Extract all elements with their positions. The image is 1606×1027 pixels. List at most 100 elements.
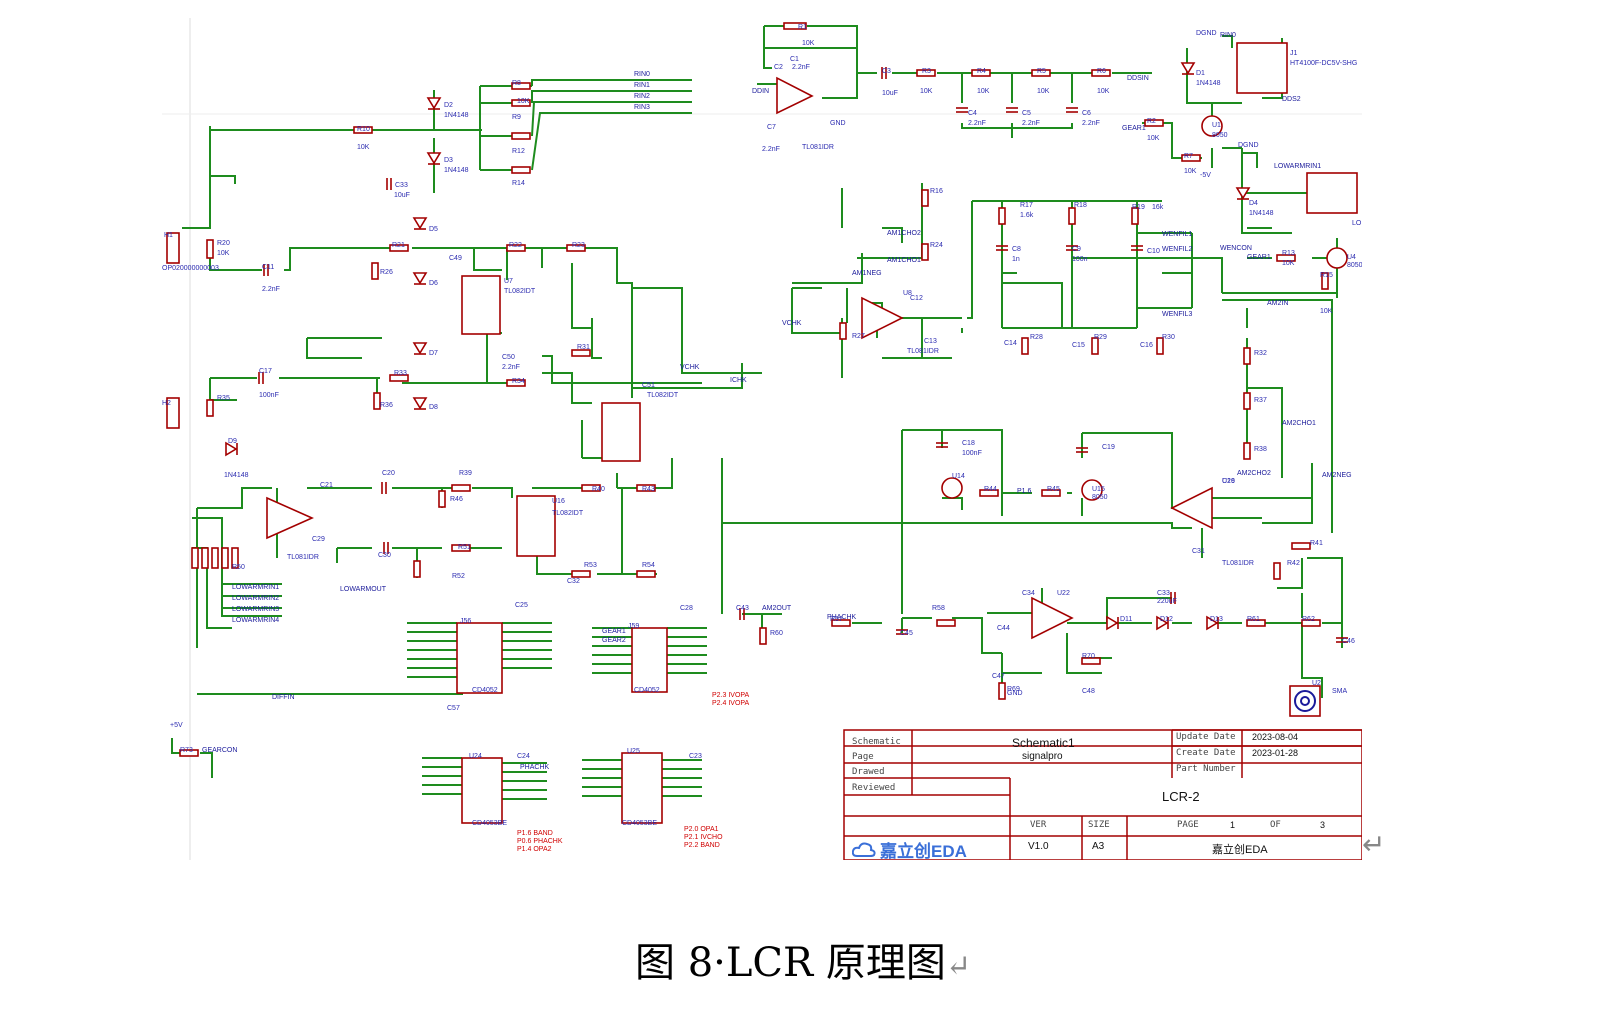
schematic-label: SMA (1332, 688, 1348, 695)
schematic-canvas: R110KC22.2nFC1DDINC72.2nFTL081IDRGNDC310… (162, 18, 1362, 860)
schematic-label: U15 (1092, 486, 1105, 493)
schematic-label: P2.3 IVOPA (712, 692, 750, 699)
schematic-label: R26 (380, 269, 393, 276)
schematic-label: 10K (1147, 135, 1160, 142)
schematic-label: H2 (162, 400, 171, 407)
schematic-label: C18 (962, 440, 975, 447)
schematic-label: 2.2nF (262, 286, 280, 293)
schematic-label: R36 (380, 402, 393, 409)
schematic-label: +5V (170, 722, 183, 729)
schematic-label: CD4052 (472, 687, 498, 694)
schematic-label: U19 (1222, 478, 1235, 485)
schematic-label: 1n (1012, 256, 1020, 263)
schematic-label: C2 (774, 64, 783, 71)
schematic-label: OP020000000003 (162, 265, 219, 272)
schematic-label: AM2NEG (1322, 472, 1352, 479)
schematic-label: C3 (882, 68, 891, 75)
schematic-label: TL082IDT (647, 392, 679, 399)
schematic-label: TL082IDT (504, 288, 536, 295)
schematic-label: TL082IDT (552, 510, 584, 517)
schematic-label: 100nF (962, 450, 982, 457)
schematic-label: 8050 (1347, 262, 1362, 269)
schematic-label: R57 (830, 616, 843, 623)
schematic-label: R62 (1302, 616, 1315, 623)
schematic-label: R2 (1147, 118, 1156, 125)
schematic-label: ICHK (730, 377, 747, 384)
schematic-label: D1 (1196, 70, 1205, 77)
schematic-label: 8050 (1092, 494, 1108, 501)
schematic-label: D2 (444, 102, 453, 109)
schematic-label: 10K (977, 88, 990, 95)
schematic-label: C33 (1157, 590, 1170, 597)
schematic-label: C28 (680, 605, 693, 612)
schematic-label: AM2IN (1267, 300, 1288, 307)
schematic-label: R6 (1097, 68, 1106, 75)
schematic-label: R18 (1074, 202, 1087, 209)
schematic-label: 2.2nF (968, 120, 986, 127)
schematic-label: R31 (577, 344, 590, 351)
schematic-label: C7 (767, 124, 776, 131)
schematic-label: C46 (1342, 638, 1355, 645)
schematic-label: C51 (642, 382, 655, 389)
schematic-label: P1.4 OPA2 (517, 846, 552, 853)
schematic-label: D4 (1249, 200, 1258, 207)
schematic-label: 10uF (394, 192, 410, 199)
schematic-label: 10K (920, 88, 933, 95)
schematic-label: 10K (517, 98, 530, 105)
schematic-label: C14 (1004, 340, 1017, 347)
schematic-label: C8 (1012, 246, 1021, 253)
schematic-label: DGND (1196, 30, 1217, 37)
schematic-label: 10K (802, 40, 815, 47)
schematic-label: 1N4148 (444, 112, 469, 119)
component-group (166, 22, 1358, 824)
schematic-label: C9 (1072, 246, 1081, 253)
schematic-label: U4 (1347, 254, 1356, 261)
schematic-label: U7 (504, 278, 513, 285)
schematic-label: GEAR2 (602, 637, 626, 644)
caption-return-mark: ↵ (945, 949, 972, 984)
schematic-label: C44 (997, 625, 1010, 632)
schematic-label: C5 (1022, 110, 1031, 117)
schematic-label: P2.2 BAND (684, 842, 720, 849)
schematic-label: TL081IDR (1222, 560, 1254, 567)
schematic-label: R20 (217, 240, 230, 247)
schematic-label: R13 (1282, 250, 1295, 257)
schematic-label: R4 (977, 68, 986, 75)
schematic-label: C57 (447, 705, 460, 712)
schematic-label: CD4052 (634, 687, 660, 694)
schematic-label: DDSIN (1127, 75, 1149, 82)
schematic-label: DGND (1238, 142, 1259, 149)
schematic-label: 2.2nF (1082, 120, 1100, 127)
schematic-label: 8050 (1212, 132, 1228, 139)
figure-caption: 图 8·LCR 原理图↵ (0, 930, 1606, 988)
schematic-label: 10K (357, 144, 370, 151)
schematic-label: WENFIL2 (1162, 246, 1192, 253)
schematic-label: 100n (1072, 256, 1088, 263)
schematic-label: R9 (512, 114, 521, 121)
schematic-label: 1N4148 (1196, 80, 1221, 87)
schematic-label: R40 (592, 486, 605, 493)
schematic-label: R1 (798, 24, 807, 31)
schematic-label: R70 (1082, 653, 1095, 660)
schematic-label: R21 (392, 242, 405, 249)
caption-text: 图 8·LCR 原理图 (634, 940, 946, 986)
schematic-label: D6 (429, 280, 438, 287)
title-block (843, 729, 1362, 860)
schematic-label: TL081IDR (287, 554, 319, 561)
schematic-label: RIN2 (634, 93, 650, 100)
schematic-label: C32 (567, 578, 580, 585)
schematic-label: R61 (1247, 616, 1260, 623)
schematic-label: C17 (259, 368, 272, 375)
schematic-label: R43 (642, 486, 655, 493)
return-mark: ↵ (1362, 828, 1386, 861)
schematic-label: CD4053BE (472, 820, 507, 827)
schematic-label: R32 (1254, 350, 1267, 357)
schematic-label: C33 (395, 182, 408, 189)
schematic-label: R41 (1310, 540, 1323, 547)
schematic-label: LOWARMRIN4 (232, 617, 279, 624)
schematic-label: R33 (394, 370, 407, 377)
schematic-label: R42 (1287, 560, 1300, 567)
schematic-label: D13 (1210, 616, 1223, 623)
schematic-label: C26 (1222, 478, 1235, 485)
schematic-label: R51 (458, 544, 471, 551)
